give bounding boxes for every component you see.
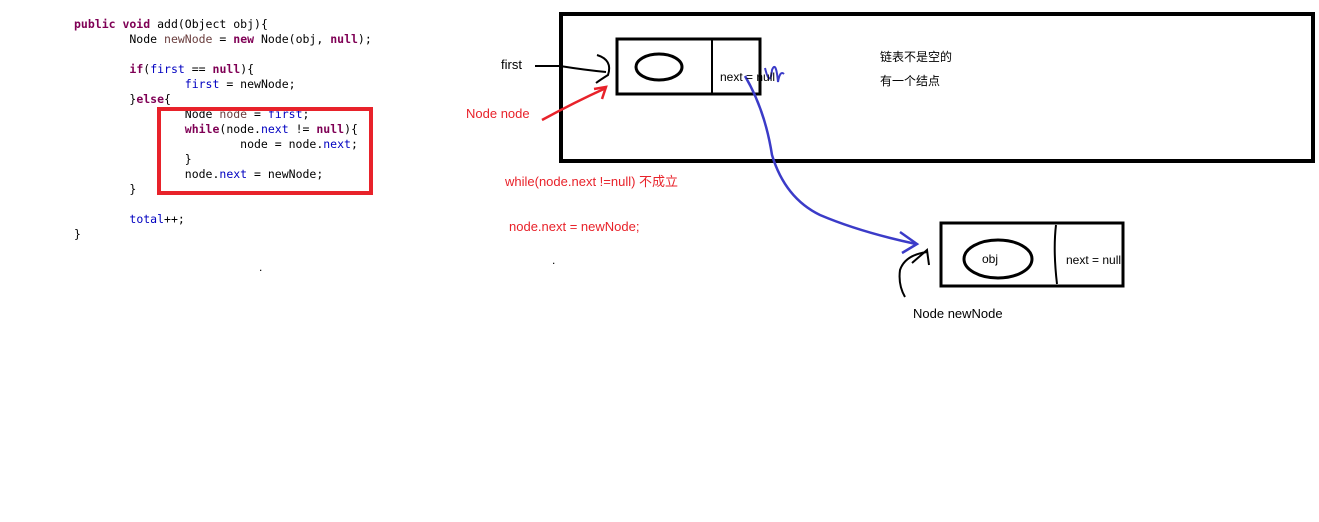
node-pointer-arrow bbox=[541, 86, 607, 122]
stray-dot-right: . bbox=[552, 253, 556, 267]
code-token: Node(obj, bbox=[254, 32, 331, 46]
code-token: next bbox=[260, 122, 289, 136]
first-node-next-label: next = null bbox=[720, 70, 776, 84]
new-node-next-label: next = null bbox=[1066, 253, 1122, 267]
code-line: node.next = newNode; bbox=[74, 167, 324, 181]
code-token: null bbox=[212, 62, 241, 76]
new-node-caption: Node newNode bbox=[913, 306, 1003, 321]
code-line: public void add(Object obj){ bbox=[74, 17, 268, 31]
list-not-empty-label: 链表不是空的 bbox=[880, 50, 953, 64]
code-token: != bbox=[288, 122, 317, 136]
code-line: }else{ bbox=[74, 92, 171, 106]
code-token: ){ bbox=[344, 122, 358, 136]
code-token: ); bbox=[357, 32, 372, 46]
code-line: Node newNode = new Node(obj, null); bbox=[74, 32, 372, 46]
list-container-box bbox=[559, 12, 1315, 163]
code-token: new bbox=[233, 32, 255, 46]
code-token: ++; bbox=[164, 212, 185, 226]
code-token: newNode bbox=[164, 32, 213, 46]
code-line: } bbox=[74, 152, 192, 166]
first-pointer-arrow bbox=[535, 65, 607, 73]
code-token: add(Object obj){ bbox=[157, 17, 268, 31]
code-line: } bbox=[74, 182, 136, 196]
code-line: node = node.next; bbox=[74, 137, 358, 151]
code-line: total++; bbox=[74, 212, 185, 226]
code-token: node = node. bbox=[74, 137, 324, 151]
code-token: total bbox=[129, 212, 165, 226]
code-line: first = newNode; bbox=[74, 77, 296, 91]
first-label: first bbox=[501, 57, 522, 72]
code-token: } bbox=[74, 152, 192, 166]
code-token: ( bbox=[143, 62, 151, 76]
code-token: = newNode; bbox=[247, 167, 324, 181]
code-line: } bbox=[74, 227, 81, 241]
code-token: } bbox=[74, 227, 81, 241]
next-link-arrow bbox=[743, 75, 917, 246]
code-token: first bbox=[150, 62, 185, 76]
while-condition-label: while(node.next !=null) 不成立 bbox=[505, 174, 679, 189]
code-token: ; bbox=[302, 107, 310, 121]
code-token: (node. bbox=[219, 122, 261, 136]
code-token: = bbox=[247, 107, 268, 121]
code-token: } bbox=[74, 92, 137, 106]
code-token: first bbox=[184, 77, 220, 91]
code-token: ; bbox=[350, 137, 358, 151]
stray-dot-left: . bbox=[259, 260, 263, 274]
code-highlight-box bbox=[157, 107, 373, 195]
code-line: if(first == null){ bbox=[74, 62, 254, 76]
node-node-label: Node node bbox=[466, 106, 530, 121]
code-block: public void add(Object obj){ Node newNod… bbox=[74, 17, 372, 242]
newnode-arrow-head bbox=[911, 248, 930, 266]
code-token: public void bbox=[74, 17, 158, 31]
code-line: while(node.next != null){ bbox=[74, 122, 358, 136]
code-token: == bbox=[184, 62, 213, 76]
first-node-data-ellipse bbox=[634, 52, 684, 82]
new-node-data-label: obj bbox=[982, 252, 999, 266]
new-node-data-ellipse bbox=[962, 238, 1034, 280]
code-token: Node bbox=[74, 32, 165, 46]
new-node-divider bbox=[1053, 224, 1058, 285]
one-node-label: 有一个结点 bbox=[880, 74, 941, 88]
first-arrow-head bbox=[595, 54, 611, 84]
next-link-arrow-head bbox=[899, 230, 920, 255]
code-token: = newNode; bbox=[219, 77, 296, 91]
code-token: ){ bbox=[240, 62, 255, 76]
code-token: } bbox=[74, 182, 137, 196]
code-token: null bbox=[316, 122, 345, 136]
node-arrow-head bbox=[593, 85, 608, 100]
code-token: next bbox=[323, 137, 351, 151]
first-node-box bbox=[615, 37, 762, 96]
new-node-box bbox=[939, 221, 1125, 288]
assign-next-label: node.next = newNode; bbox=[509, 219, 640, 234]
code-token: if bbox=[129, 62, 144, 76]
code-token: else bbox=[136, 92, 165, 106]
code-token: node. bbox=[74, 167, 220, 181]
code-token: null bbox=[330, 32, 358, 46]
code-token: { bbox=[164, 92, 171, 106]
code-token: while bbox=[184, 122, 220, 136]
null-crossout-scribble bbox=[764, 66, 785, 83]
code-token: = bbox=[212, 32, 234, 46]
code-token: next bbox=[219, 167, 248, 181]
newnode-pointer-hook bbox=[898, 251, 928, 298]
